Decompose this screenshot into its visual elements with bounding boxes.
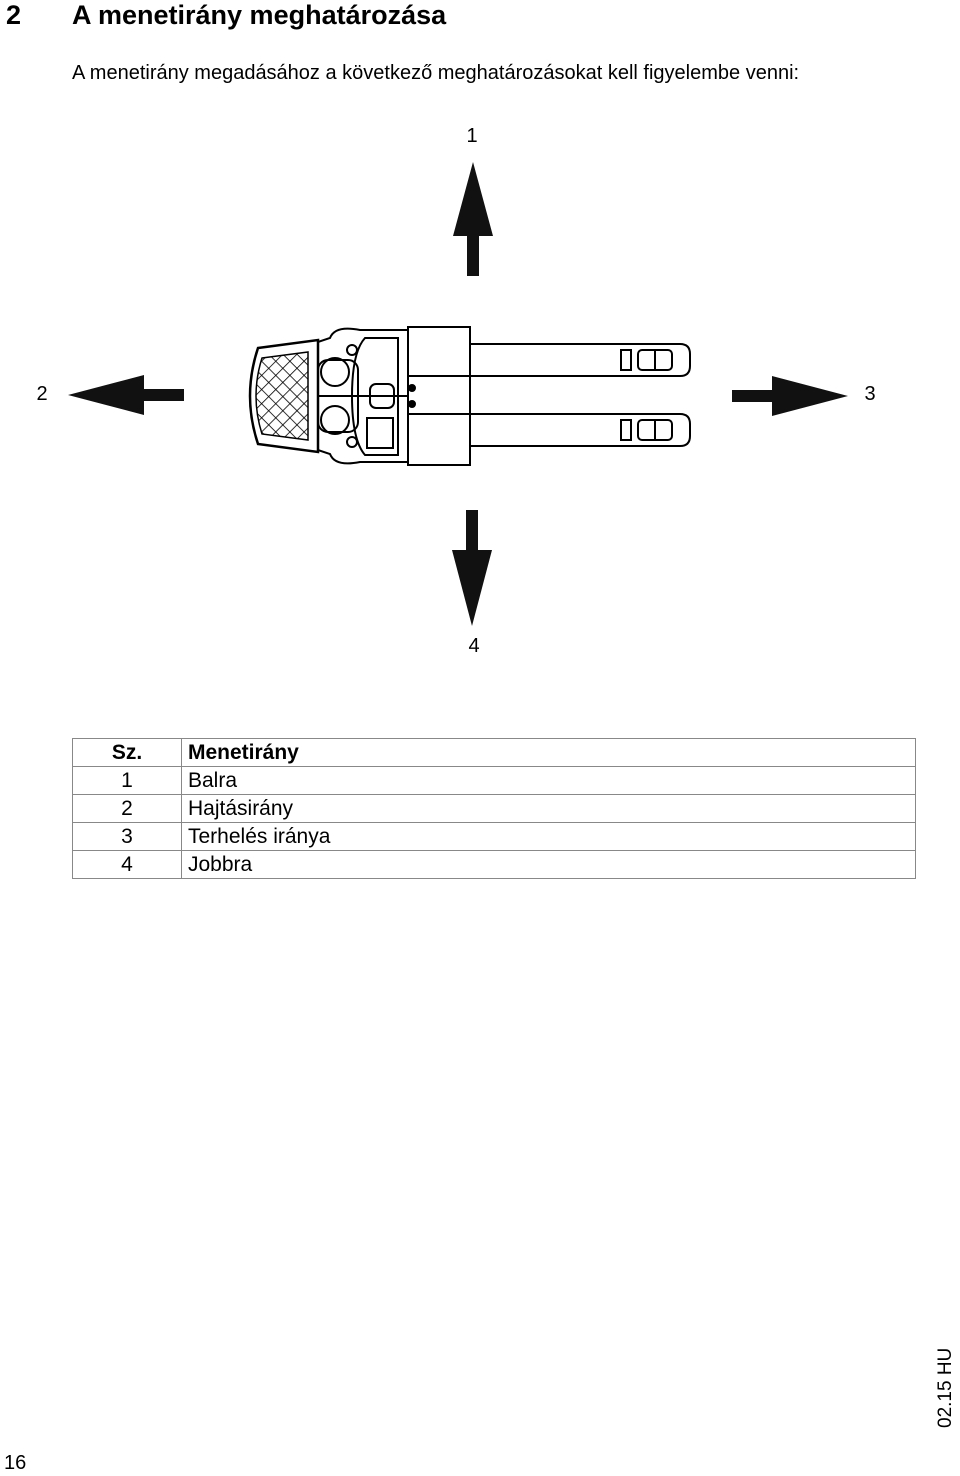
section-title: A menetirány meghatározása <box>72 0 447 30</box>
table-row: 3 Terhelés iránya <box>72 822 916 851</box>
arrow-up-icon <box>453 162 493 276</box>
row-number: 1 <box>72 766 182 795</box>
section-heading: 2 A menetirány meghatározása <box>6 0 906 30</box>
table-row: 1 Balra <box>72 766 916 795</box>
table-row: 4 Jobbra <box>72 850 916 879</box>
direction-diagram: 1 2 3 4 <box>36 125 875 657</box>
intro-text: A menetirány megadásához a következő meg… <box>72 62 800 84</box>
direction-legend-table: Sz. Menetirány 1 Balra 2 Hajtásirány 3 T… <box>72 738 916 879</box>
pallet-truck-illustration <box>248 326 691 466</box>
page-number: 16 <box>4 1452 27 1474</box>
direction-label-2: 2 <box>36 383 47 405</box>
column-header-direction: Menetirány <box>181 738 916 767</box>
direction-label-3: 3 <box>864 383 875 405</box>
table-header-row: Sz. Menetirány <box>72 738 916 767</box>
row-direction: Balra <box>181 766 916 795</box>
direction-label-1: 1 <box>466 125 477 147</box>
table-row: 2 Hajtásirány <box>72 794 916 823</box>
edition-code: 02.15 HU <box>935 1347 956 1428</box>
row-number: 4 <box>72 850 182 879</box>
section-number: 2 <box>6 0 22 30</box>
direction-label-4: 4 <box>468 635 479 657</box>
arrow-right-icon <box>732 376 848 416</box>
row-direction: Jobbra <box>181 850 916 879</box>
row-direction: Terhelés iránya <box>181 822 916 851</box>
row-number: 2 <box>72 794 182 823</box>
row-number: 3 <box>72 822 182 851</box>
column-header-number: Sz. <box>72 738 182 767</box>
arrow-left-icon <box>68 375 184 415</box>
arrow-down-icon <box>452 510 492 626</box>
row-direction: Hajtásirány <box>181 794 916 823</box>
